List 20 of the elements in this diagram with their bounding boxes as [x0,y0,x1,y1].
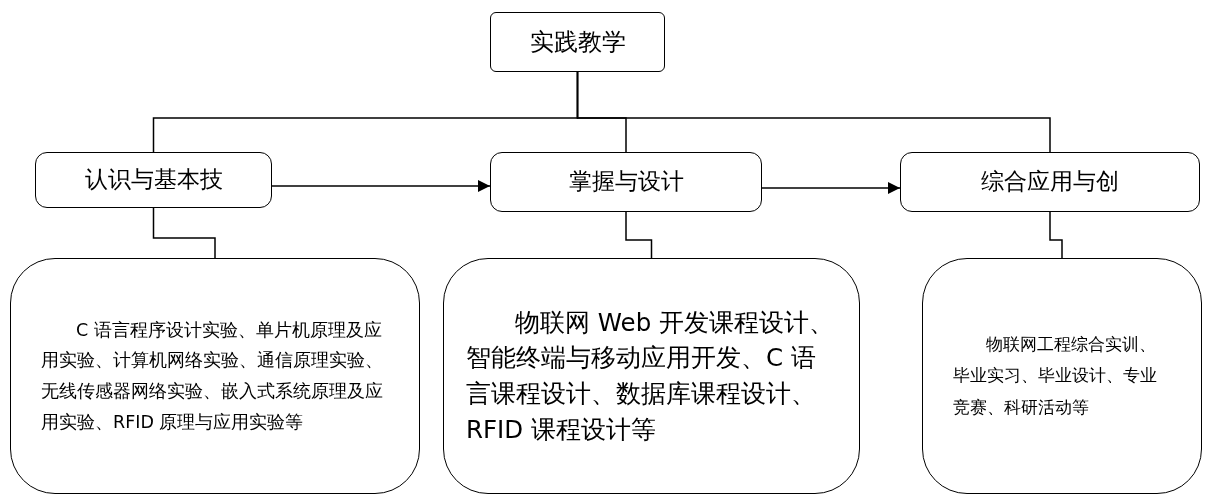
connector-line [1049,211,1063,259]
arrow [271,180,491,192]
process-box [490,12,665,72]
connector-line [576,71,1051,153]
rounded-box [490,152,762,212]
box-text: 实践教学 [529,27,626,57]
arrow [761,182,901,194]
rounded-box [900,152,1200,212]
box-text: 物联网工程综合实训、毕业实习、毕业设计、专业竞赛、科研活动等 [953,334,1158,419]
box-text: C 语言程序设计实验、单片机原理及应用实验、计算机网络实验、通信原理实验、无线传感器网络实验、嵌入式系统原理及应用实验、RFID 原理与应用实验等 [41,318,384,434]
connector-line [625,211,653,259]
connector-line [152,207,216,259]
rounded-box [35,152,272,208]
rounded-box [10,258,420,494]
box-text: 综合应用与创 [981,168,1119,196]
rounded-box [443,258,860,494]
box-text: 掌握与设计 [568,168,684,196]
rounded-box [922,258,1202,494]
box-text: 物联网 Web 开发课程设计、智能终端与移动应用开发、C 语言课程设计、数据库课程设计、RFID 课程设计等 [466,306,835,446]
box-text: 认识与基本技 [84,166,223,194]
